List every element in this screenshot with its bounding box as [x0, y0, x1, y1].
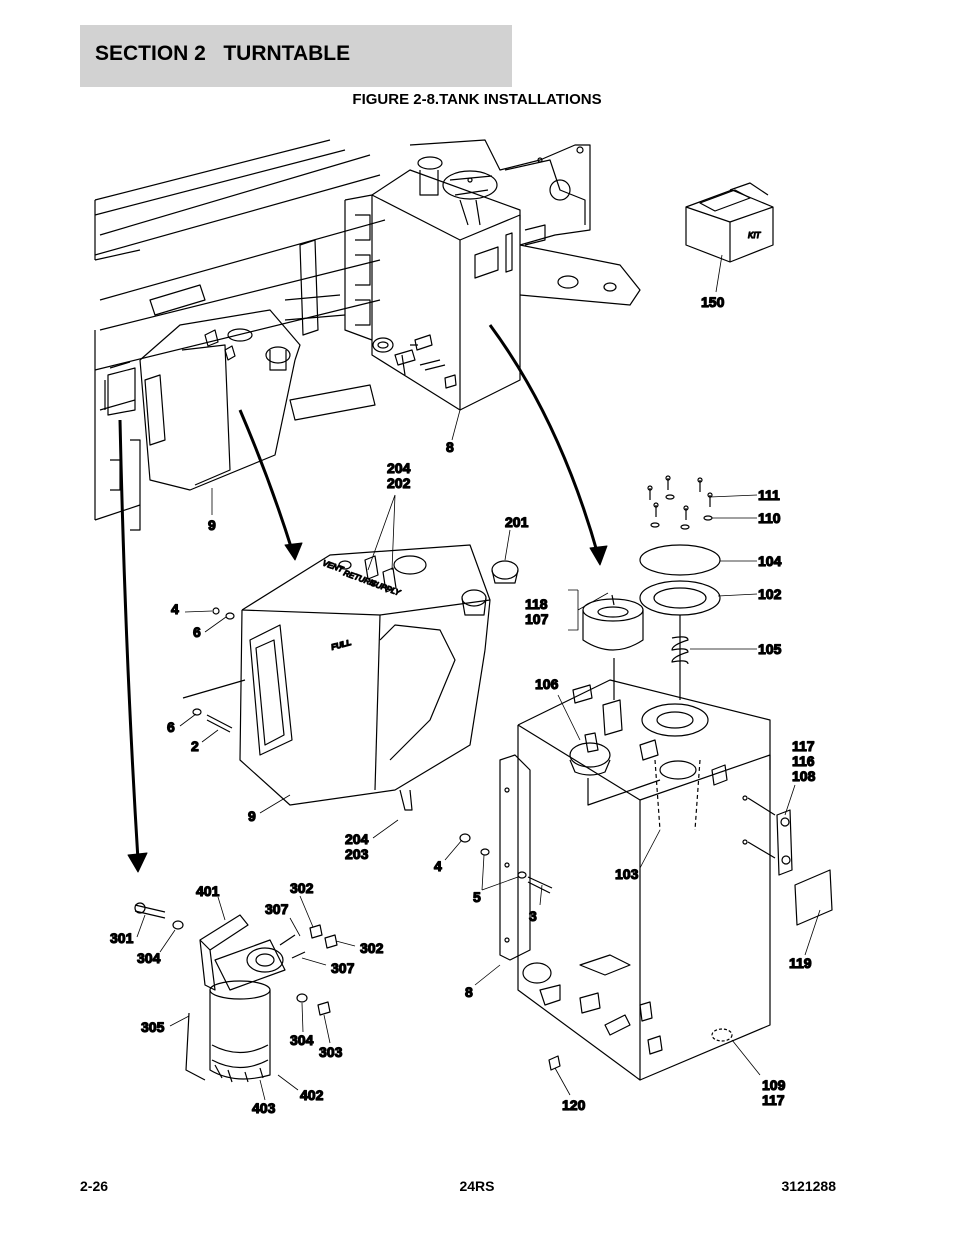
callout-110: 110 — [758, 510, 781, 526]
callout-8-upper: 8 — [446, 439, 454, 455]
callout-6-upper: 6 — [193, 624, 201, 640]
callout-9-upper: 9 — [208, 517, 216, 533]
turntable-frame — [94, 139, 641, 531]
callout-4-lower: 4 — [434, 858, 442, 874]
kit-box: KIT — [685, 182, 774, 263]
callout-403: 403 — [252, 1100, 276, 1116]
callout-402: 402 — [300, 1087, 324, 1103]
fuel-tank-exploded: VENT RETURN SUPPLY FULL — [182, 544, 519, 811]
footer-model: 24RS — [459, 1178, 495, 1194]
callout-2: 2 — [191, 738, 199, 754]
callout-204-lower: 204 — [345, 831, 369, 847]
callout-302-upper: 302 — [290, 880, 314, 896]
footer-page-number: 2-26 — [80, 1178, 109, 1194]
callout-201: 201 — [505, 514, 529, 530]
callout-304-lower: 304 — [290, 1032, 314, 1048]
upper-fuel-tank — [104, 309, 301, 491]
kit-label: KIT — [748, 231, 762, 240]
callout-105: 105 — [758, 641, 782, 657]
exploded-view-arrows — [118, 324, 608, 873]
callout-120: 120 — [562, 1097, 586, 1113]
callout-4-upper: 4 — [171, 601, 179, 617]
callout-301: 301 — [110, 930, 134, 946]
callout-305: 305 — [141, 1019, 165, 1035]
callout-119: 119 — [789, 955, 812, 971]
vent-stamp: VENT — [321, 558, 345, 574]
callout-307-lower: 307 — [331, 960, 355, 976]
callout-401: 401 — [196, 883, 220, 899]
callout-106: 106 — [535, 676, 559, 692]
section-title: SECTION 2 TURNTABLE — [95, 42, 351, 65]
figure-title: FIGURE 2-8.TANK INSTALLATIONS — [352, 91, 602, 108]
callout-116: 116 — [792, 753, 815, 769]
hydraulic-tank-exploded — [459, 679, 833, 1081]
section-header: SECTION 2 TURNTABLE — [80, 25, 512, 87]
callout-9-lower: 9 — [248, 808, 256, 824]
callout-204-upper: 204 — [387, 460, 411, 476]
callout-102: 102 — [758, 586, 782, 602]
leader-lines — [136, 254, 821, 1101]
callout-307-upper: 307 — [265, 901, 289, 917]
callout-103: 103 — [615, 866, 639, 882]
callout-104: 104 — [758, 553, 782, 569]
full-stamp: FULL — [330, 638, 352, 652]
fuel-filter-assembly — [134, 902, 338, 1083]
callout-108: 108 — [792, 768, 816, 784]
callout-3: 3 — [529, 908, 537, 924]
callout-150: 150 — [701, 294, 725, 310]
tank-cover-parts — [582, 475, 721, 700]
callout-8-lower: 8 — [465, 984, 473, 1000]
callout-117-lower: 117 — [762, 1092, 785, 1108]
footer-doc-number: 3121288 — [781, 1178, 836, 1194]
callout-117-upper: 117 — [792, 738, 815, 754]
callout-6-lower: 6 — [167, 719, 175, 735]
callout-111: 111 — [758, 487, 780, 503]
callout-304-upper: 304 — [137, 950, 161, 966]
upper-hydraulic-tank — [344, 156, 521, 411]
callout-203: 203 — [345, 846, 369, 862]
callout-107: 107 — [525, 611, 549, 627]
callout-labels: 150 8 9 204 202 201 111 110 104 102 105 … — [109, 293, 816, 1116]
callout-118: 118 — [525, 596, 548, 612]
callout-202: 202 — [387, 475, 411, 491]
callout-302-lower: 302 — [360, 940, 384, 956]
supply-stamp: SUPPLY — [369, 578, 402, 597]
callout-109: 109 — [762, 1077, 786, 1093]
callout-5: 5 — [473, 889, 481, 905]
callout-303: 303 — [319, 1044, 343, 1060]
